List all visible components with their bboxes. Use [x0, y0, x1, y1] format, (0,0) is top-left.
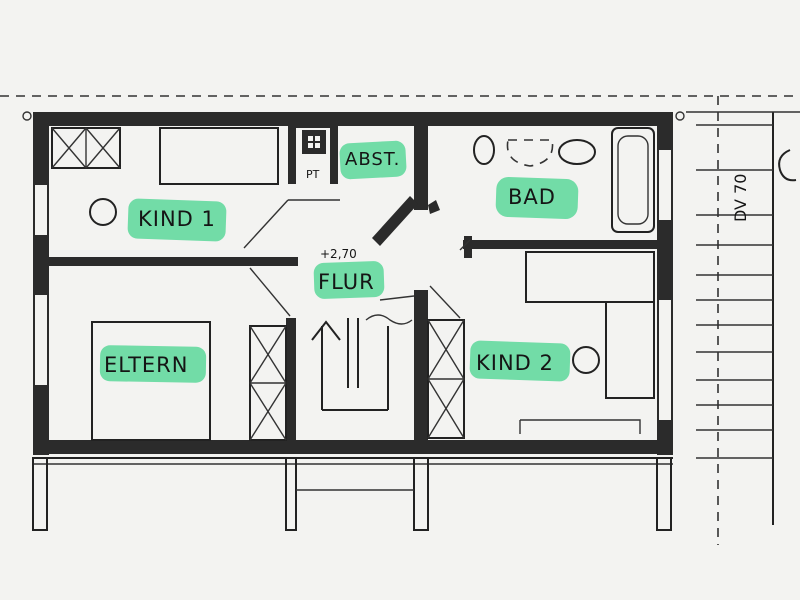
dormer-label: DV 70 [731, 174, 750, 222]
interior-walls [48, 120, 659, 443]
wardrobe-kind1 [51, 127, 121, 169]
desk-kind1 [159, 127, 279, 185]
desk-kind2 [525, 251, 655, 303]
room-label-kind2: KIND 2 [476, 351, 554, 375]
staircase [311, 314, 413, 411]
lamp-kind2 [572, 346, 600, 374]
chimney [302, 130, 326, 154]
room-label-eltern: ELTERN [104, 353, 188, 377]
floor-level-marker: +2,70 [320, 247, 357, 261]
hallway-outline [243, 199, 471, 319]
facade-lower [32, 457, 673, 531]
room-label-flur: FLUR [318, 270, 375, 294]
wardrobe-kind2 [427, 319, 465, 439]
wardrobe-eltern [249, 325, 287, 441]
bathroom-fixtures [473, 127, 655, 233]
bed-eltern [91, 321, 211, 441]
chimney-label: PT [306, 168, 320, 181]
roof-structure-right [686, 96, 800, 545]
lamp-kind1 [89, 198, 117, 226]
label-highlights [99, 140, 579, 383]
bed-kind2 [605, 301, 655, 399]
room-label-bad: BAD [508, 185, 556, 209]
room-label-abst: ABST. [345, 149, 400, 170]
shelf-kind2 [519, 419, 641, 434]
room-label-kind1: KIND 1 [138, 207, 216, 231]
exterior-walls [22, 111, 685, 455]
